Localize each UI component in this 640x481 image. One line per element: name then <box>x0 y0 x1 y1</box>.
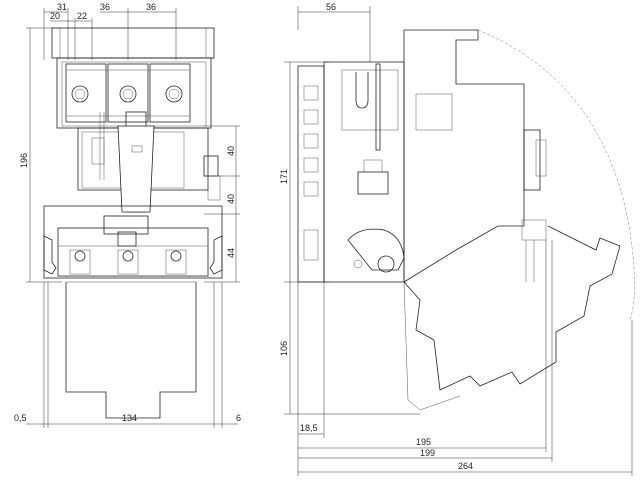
dim-31: 31 <box>57 2 67 12</box>
dim-199: 199 <box>420 448 435 458</box>
dim-264: 264 <box>458 461 473 471</box>
dim-6: 6 <box>236 413 241 423</box>
side-view: 56 171 106 <box>279 2 635 476</box>
dim-18-5: 18,5 <box>300 423 318 433</box>
dim-171: 171 <box>279 169 289 184</box>
dim-36-b: 36 <box>146 2 156 12</box>
dim-44: 44 <box>226 248 236 258</box>
dim-0-5: 0,5 <box>14 413 27 423</box>
dim-20: 20 <box>50 11 60 21</box>
dim-134: 134 <box>122 413 137 423</box>
dim-196: 196 <box>19 153 29 168</box>
dim-195: 195 <box>416 437 431 447</box>
dim-36-a: 36 <box>100 2 110 12</box>
front-view: 31 20 22 36 36 196 <box>14 2 241 428</box>
dim-106: 106 <box>279 341 289 356</box>
dim-40-a: 40 <box>226 146 236 156</box>
dim-22: 22 <box>77 11 87 21</box>
dim-40-b: 40 <box>226 194 236 204</box>
dim-56: 56 <box>326 2 336 12</box>
